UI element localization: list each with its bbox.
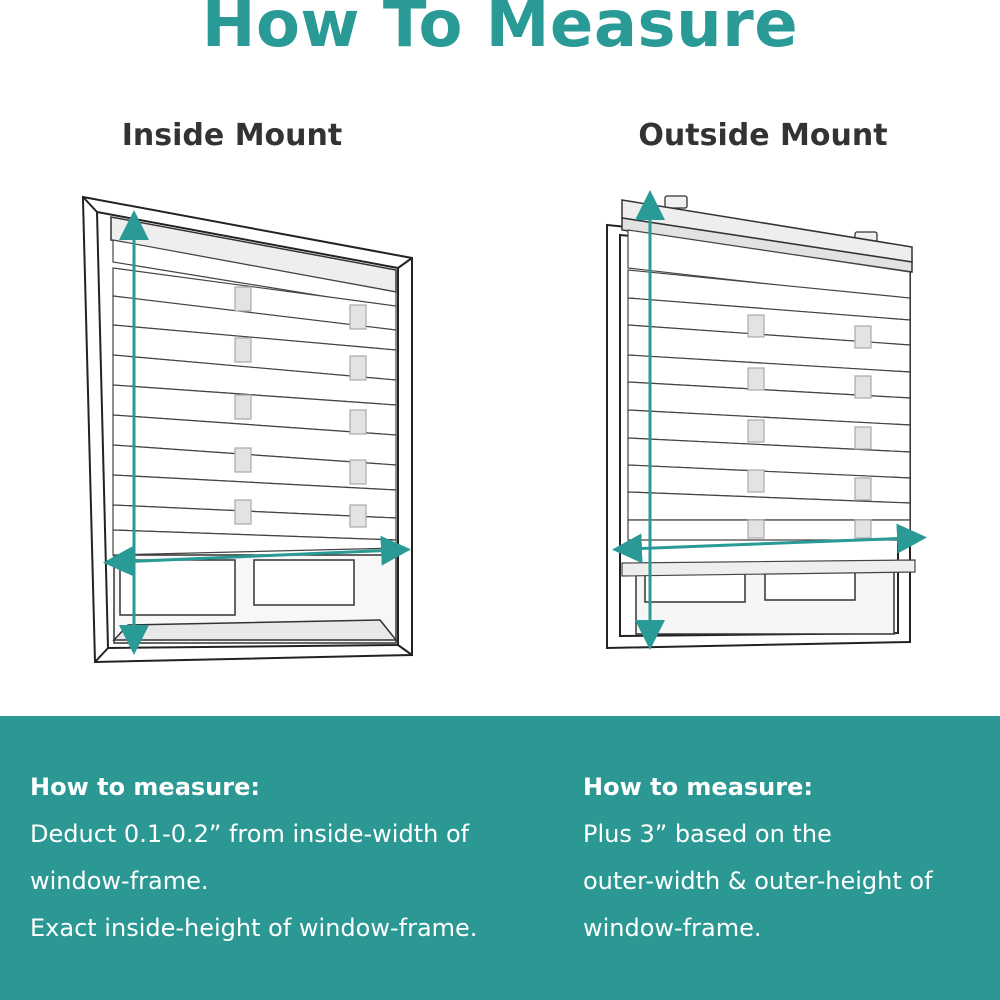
outside-instruction-line-1: Plus 3” based on the — [583, 820, 832, 848]
outside-blind-slats — [621, 229, 916, 577]
outside-instruction-line-2: outer-width & outer-height of — [583, 867, 933, 895]
outside-instruction-line-3: window-frame. — [583, 914, 762, 942]
inside-mount-heading: Inside Mount — [121, 118, 343, 153]
inside-width-arrow — [103, 535, 411, 577]
inside-instruction-line-2: window-frame. — [30, 867, 209, 895]
outside-window-glass — [635, 569, 895, 635]
outside-how-to-label: How to measure: — [583, 773, 813, 801]
outside-width-arrow — [612, 523, 927, 564]
outside-instructions: How to measure: Plus 3” based on the out… — [583, 764, 983, 952]
inside-blind-slats — [112, 239, 397, 556]
inside-how-to-label: How to measure: — [30, 773, 260, 801]
outside-mount-heading: Outside Mount — [638, 118, 888, 153]
inside-instructions: How to measure: Deduct 0.1-0.2” from ins… — [30, 764, 530, 952]
inside-instruction-line-1: Deduct 0.1-0.2” from inside-width of — [30, 820, 470, 848]
instructions-panel: How to measure: Deduct 0.1-0.2” from ins… — [0, 716, 1000, 1000]
inside-instruction-line-3: Exact inside-height of window-frame. — [30, 914, 478, 942]
measurement-illustrations — [82, 190, 927, 664]
outside-headrail — [621, 199, 913, 273]
page-title: How To Measure — [201, 0, 799, 62]
inside-window-glass — [112, 554, 398, 644]
